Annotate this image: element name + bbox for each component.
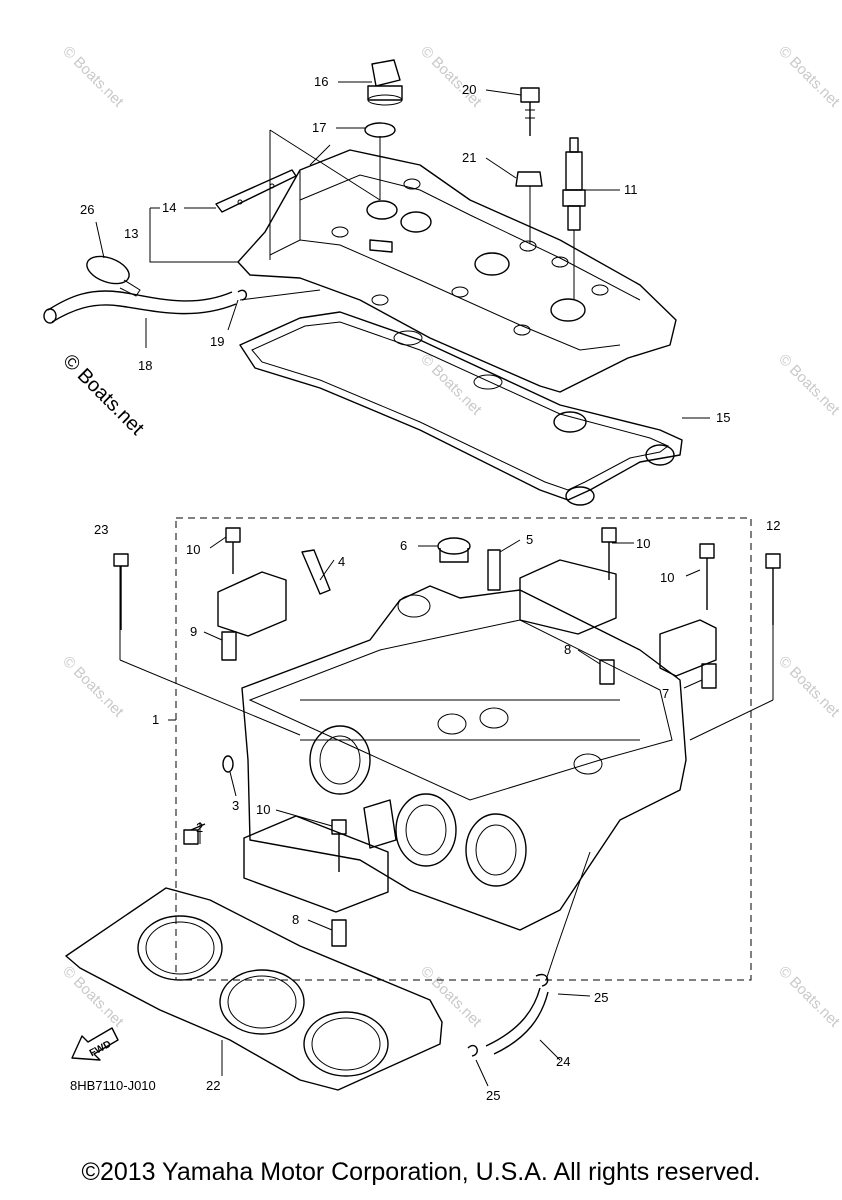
callout-10: 10 xyxy=(186,542,200,557)
water-hose xyxy=(485,987,549,1055)
cover-gasket xyxy=(239,311,683,506)
long-bolt-23 xyxy=(113,553,129,630)
watermark-large: © Boats.net xyxy=(58,350,148,440)
bracket-hole xyxy=(237,199,243,205)
callout-7: 7 xyxy=(662,686,669,701)
callout-17: 17 xyxy=(312,120,326,135)
blind-plug xyxy=(437,537,471,563)
callout-5: 5 xyxy=(526,532,533,547)
callout-9: 9 xyxy=(190,624,197,639)
callout-14: 14 xyxy=(162,200,176,215)
spark-plug xyxy=(562,137,586,240)
callout-25b: 25 xyxy=(486,1088,500,1103)
cover-bracket xyxy=(215,169,297,213)
watermark-text: © Boats.net xyxy=(775,653,842,721)
dowel-pin xyxy=(701,663,717,689)
watermark-text: © Boats.net xyxy=(775,43,842,111)
callout-8b: 8 xyxy=(292,912,299,927)
callout-1: 1 xyxy=(152,712,159,727)
callout-16: 16 xyxy=(314,74,328,89)
forward-arrow: FWD xyxy=(71,1027,119,1061)
cam-cap-bolt xyxy=(699,543,715,610)
guide-4 xyxy=(301,549,331,595)
callout-4: 4 xyxy=(338,554,345,569)
callout-13: 13 xyxy=(124,226,138,241)
callout-2: 2 xyxy=(196,820,203,835)
gasket-washer xyxy=(222,755,234,773)
watermark-text: © Boats.net xyxy=(775,351,842,419)
o-ring xyxy=(364,122,396,138)
diagram-code: 8HB7110-J010 xyxy=(70,1078,156,1093)
callout-26: 26 xyxy=(80,202,94,217)
breather-hose xyxy=(43,290,237,324)
leader-lines xyxy=(95,81,774,1087)
callouts: 1 2 3 4 5 6 7 8 8 9 10 10 10 10 11 12 13… xyxy=(80,74,780,1103)
guide-5 xyxy=(487,549,501,591)
cam-cap-bolt xyxy=(331,819,347,872)
hose-clip-19 xyxy=(237,289,248,301)
callout-23: 23 xyxy=(94,522,108,537)
oil-filler-cap xyxy=(367,59,403,106)
callout-11: 11 xyxy=(624,182,638,197)
watermark-text: © Boats.net xyxy=(59,43,127,111)
bolt-20 xyxy=(520,87,540,136)
cylinder-head xyxy=(241,585,687,931)
hose-clip-25 xyxy=(467,1044,478,1057)
callout-10c: 10 xyxy=(660,570,674,585)
callout-10b: 10 xyxy=(636,536,650,551)
callout-21: 21 xyxy=(462,150,476,165)
callout-24: 24 xyxy=(556,1054,570,1069)
copyright-footer: ©2013 Yamaha Motor Corporation, U.S.A. A… xyxy=(81,1158,761,1186)
callout-6: 6 xyxy=(400,538,407,553)
callout-19: 19 xyxy=(210,334,224,349)
hose-clip-25 xyxy=(535,973,549,987)
head-cover xyxy=(237,149,677,393)
callout-18: 18 xyxy=(138,358,152,373)
hose-clamp-26 xyxy=(86,255,141,297)
head-gasket xyxy=(65,887,443,1091)
callout-25: 25 xyxy=(594,990,608,1005)
bolt-2 xyxy=(183,823,206,845)
watermark-text: © Boats.net xyxy=(59,653,127,721)
cam-cap xyxy=(659,619,717,677)
watermark-text: © Boats.net xyxy=(59,963,127,1031)
watermark-text: © Boats.net xyxy=(417,43,485,111)
cam-cap-bolt xyxy=(225,527,241,574)
callout-20: 20 xyxy=(462,82,476,97)
watermark-text: © Boats.net xyxy=(417,963,485,1031)
cam-cap-bolt xyxy=(601,527,617,580)
callout-3: 3 xyxy=(232,798,239,813)
cam-cap xyxy=(217,571,287,637)
dowel-pin xyxy=(221,631,237,661)
head-assembly-boundary xyxy=(175,517,752,981)
grommet xyxy=(515,171,543,187)
dowel-pin xyxy=(599,659,615,685)
watermarks: © Boats.net © Boats.net © Boats.net © Bo… xyxy=(59,43,842,1031)
dowel-pin xyxy=(331,919,347,947)
callout-12: 12 xyxy=(766,518,780,533)
callout-8: 8 xyxy=(564,642,571,657)
watermark-text: © Boats.net xyxy=(775,963,842,1031)
fwd-label: FWD xyxy=(88,1039,113,1059)
callout-22: 22 xyxy=(206,1078,220,1093)
callout-10d: 10 xyxy=(256,802,270,817)
cam-cap xyxy=(519,559,617,635)
callout-15: 15 xyxy=(716,410,730,425)
long-bolt-12 xyxy=(765,553,781,625)
